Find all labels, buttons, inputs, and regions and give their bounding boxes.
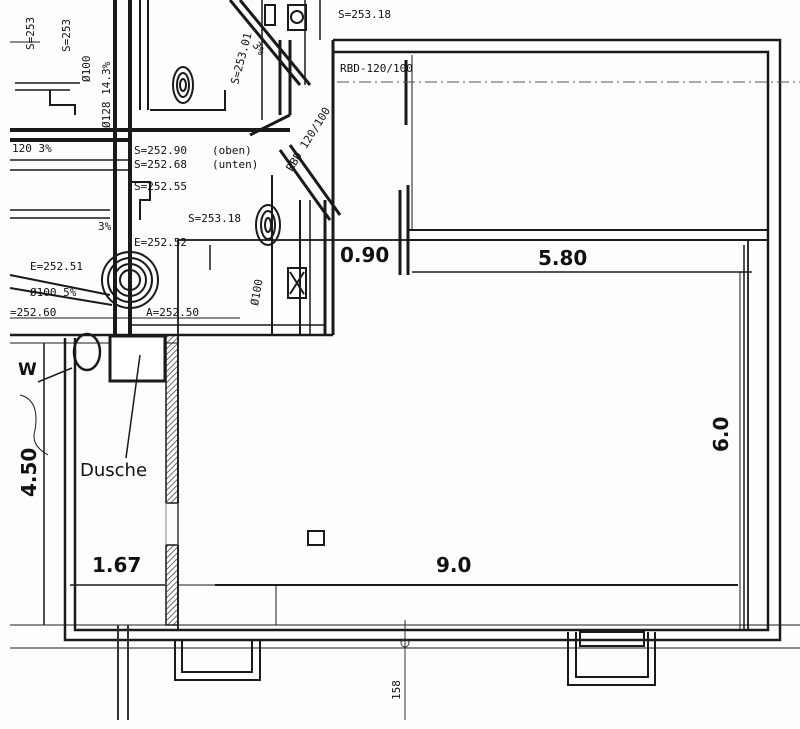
dim-width-top: 5.80 [538,246,587,270]
drain-mid [255,204,281,246]
level-oben: (oben) [212,144,252,157]
wc-leader [37,367,73,383]
level-a-252-50: A=252.50 [146,306,199,319]
pipe-d128: Ø128 14.3% [100,61,113,128]
dim-opening: 0.90 [340,243,389,267]
exterior-steps [174,631,656,686]
dim-bath-depth: 4.50 [17,448,41,497]
main-room [177,55,768,631]
level-s-253-01: S=253.01 [228,31,254,86]
pipe-rbd-top: RBD-120/100 [340,62,413,75]
level-e-252-52: E=252.52 [134,236,187,249]
grid-lines [117,81,800,720]
partition-wall [165,334,179,626]
pipe-d100: Ø100 [80,56,93,83]
level-s-253-top-left: S=253 [24,17,37,50]
level-e-252-51: E=252.51 [30,260,83,273]
dim-room-depth: 6.0 [709,417,733,452]
level-e-252-60: =252.60 [10,306,56,319]
dim-bath-width: 1.67 [92,553,141,577]
drain-main [101,251,159,309]
level-s-253-18-top: S=253.18 [338,8,391,21]
level-s-253-18-mid: S=253.18 [188,212,241,225]
label-wc: W [18,360,37,380]
level-unten: (unten) [212,158,258,171]
opening-walls [331,40,410,335]
drain-top-right [264,4,307,31]
level-s-252-55: S=252.55 [134,180,187,193]
level-s-253-left: S=253 [60,19,73,52]
pipe-d100-5pct: Ø100 5% [30,286,77,299]
drain-right-lower [287,267,307,299]
pipe-d100-vert: Ø100 [248,278,265,306]
drain-upper [172,66,194,104]
room-column-marker [307,530,325,546]
wc-door-arc [19,394,49,456]
level-s-252-90: S=252.90 [134,144,187,157]
wc-bowl [72,332,102,372]
pipe-rbd-mid: RBD 120/100 [284,105,334,174]
level-s-252-68: S=252.68 [134,158,187,171]
dim-room-length: 9.0 [436,553,471,577]
pipe-3pct: 3% [98,220,112,233]
pipe-120-3pct: 120 3% [12,142,52,155]
shower-leader [125,354,141,459]
dim-bottom-mark: 158 [390,680,403,700]
label-shower: Dusche [80,460,147,481]
